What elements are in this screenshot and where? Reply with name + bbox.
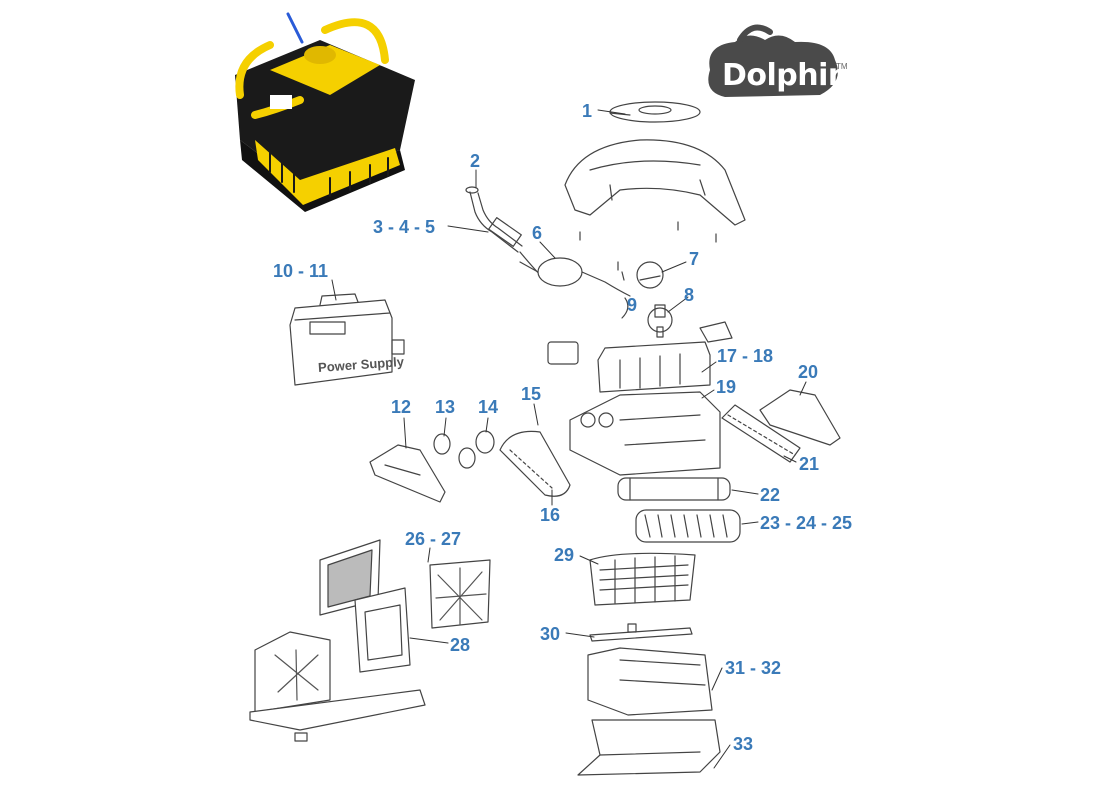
part-8-impeller <box>647 304 733 343</box>
part-label-16: 16 <box>540 505 561 525</box>
part-label-14: 14 <box>478 397 499 417</box>
top-housing <box>564 139 746 243</box>
part-6-motor <box>519 257 631 319</box>
dolphin-logo <box>708 24 838 97</box>
trademark-mark: TM <box>836 62 848 71</box>
part-label-30: 30 <box>540 624 561 644</box>
part-30-handle <box>589 623 693 642</box>
part-23-brush <box>635 509 741 543</box>
part-label-8: 8 <box>684 285 695 305</box>
part-label-2: 2 <box>470 151 481 171</box>
part-label-22: 22 <box>760 485 781 505</box>
dolphin-logo-text: Dolphin <box>722 58 849 93</box>
part-20-side-panel <box>759 389 841 446</box>
part-label-1: 1 <box>582 101 593 121</box>
chassis-frame <box>569 391 721 476</box>
part-label-19: 19 <box>716 377 737 397</box>
power-supply-unit <box>289 293 405 386</box>
part-label-9: 9 <box>627 295 638 315</box>
part-label-33: 33 <box>733 734 754 754</box>
part-1-cover-cap <box>609 101 701 123</box>
part-label-12: 12 <box>391 397 412 417</box>
part-label-10-11: 10 - 11 <box>273 261 329 281</box>
part-label-29: 29 <box>554 545 575 565</box>
part-label-3-4-5: 3 - 4 - 5 <box>373 217 436 237</box>
part-28-filter-base <box>249 587 426 742</box>
part-33-bottom-lid <box>577 719 721 776</box>
part-14-gear <box>475 430 495 454</box>
part-31-filter-frame <box>587 647 713 716</box>
part-label-21: 21 <box>799 454 820 474</box>
leader-lines <box>331 109 807 769</box>
part-22-brush-core <box>617 477 731 501</box>
part-label-28: 28 <box>450 635 471 655</box>
part-label-31-32: 31 - 32 <box>725 658 782 678</box>
part-7-bracket <box>617 261 664 289</box>
part-13-bushing <box>433 433 476 469</box>
part-21-drive-track <box>721 404 801 463</box>
part-12-side-panel <box>369 444 446 503</box>
part-29-filter-basket <box>589 552 696 606</box>
part-label-6: 6 <box>532 223 543 243</box>
part-26-filter-panel <box>319 539 491 629</box>
part-label-23-24-25: 23 - 24 - 25 <box>760 513 853 533</box>
part-label-7: 7 <box>689 249 700 269</box>
part-label-15: 15 <box>521 384 542 404</box>
part-label-13: 13 <box>435 397 456 417</box>
part-17-power-box <box>547 341 711 393</box>
part-label-20: 20 <box>798 362 819 382</box>
part-label-26-27: 26 - 27 <box>405 529 462 549</box>
robot-cleaner-photo <box>235 12 415 212</box>
part-15-drive-track <box>499 430 571 497</box>
part-label-17-18: 17 - 18 <box>717 346 774 366</box>
